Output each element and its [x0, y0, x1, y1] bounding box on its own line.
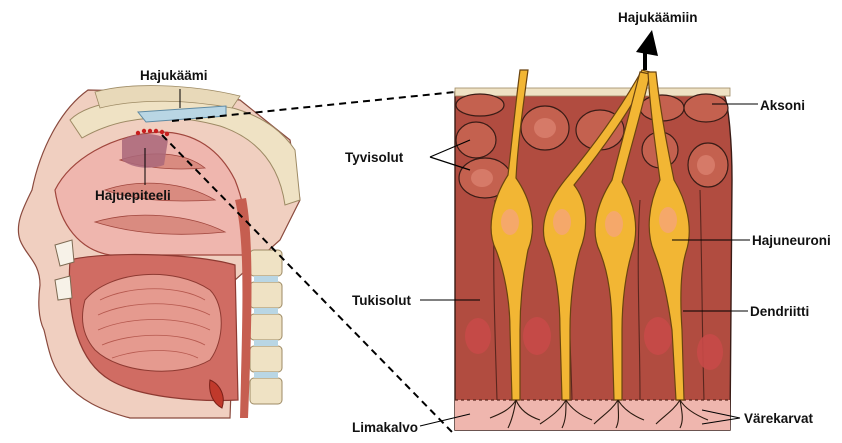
label-mucosa: Limakalvo — [352, 420, 418, 435]
epithelium-block — [455, 70, 732, 430]
label-to-bulb: Hajukäämiin — [618, 10, 698, 25]
label-olfactory-epithelium: Hajuepiteeli — [95, 188, 171, 203]
label-olfactory-bulb: Hajukäämi — [140, 68, 208, 83]
label-cilia: Värekarvat — [744, 411, 814, 426]
label-dendrite: Dendriitti — [750, 304, 809, 319]
bone-band — [455, 88, 730, 96]
label-axon: Aksoni — [760, 98, 805, 113]
head-cross-section — [18, 86, 300, 418]
label-basal-cells: Tyvisolut — [345, 150, 404, 165]
label-supporting-cells: Tukisolut — [352, 293, 412, 308]
cervical-spine — [250, 250, 282, 404]
lower-teeth — [55, 276, 72, 300]
label-olfactory-neuron: Hajuneuroni — [752, 233, 831, 248]
arrow-head — [636, 30, 658, 56]
